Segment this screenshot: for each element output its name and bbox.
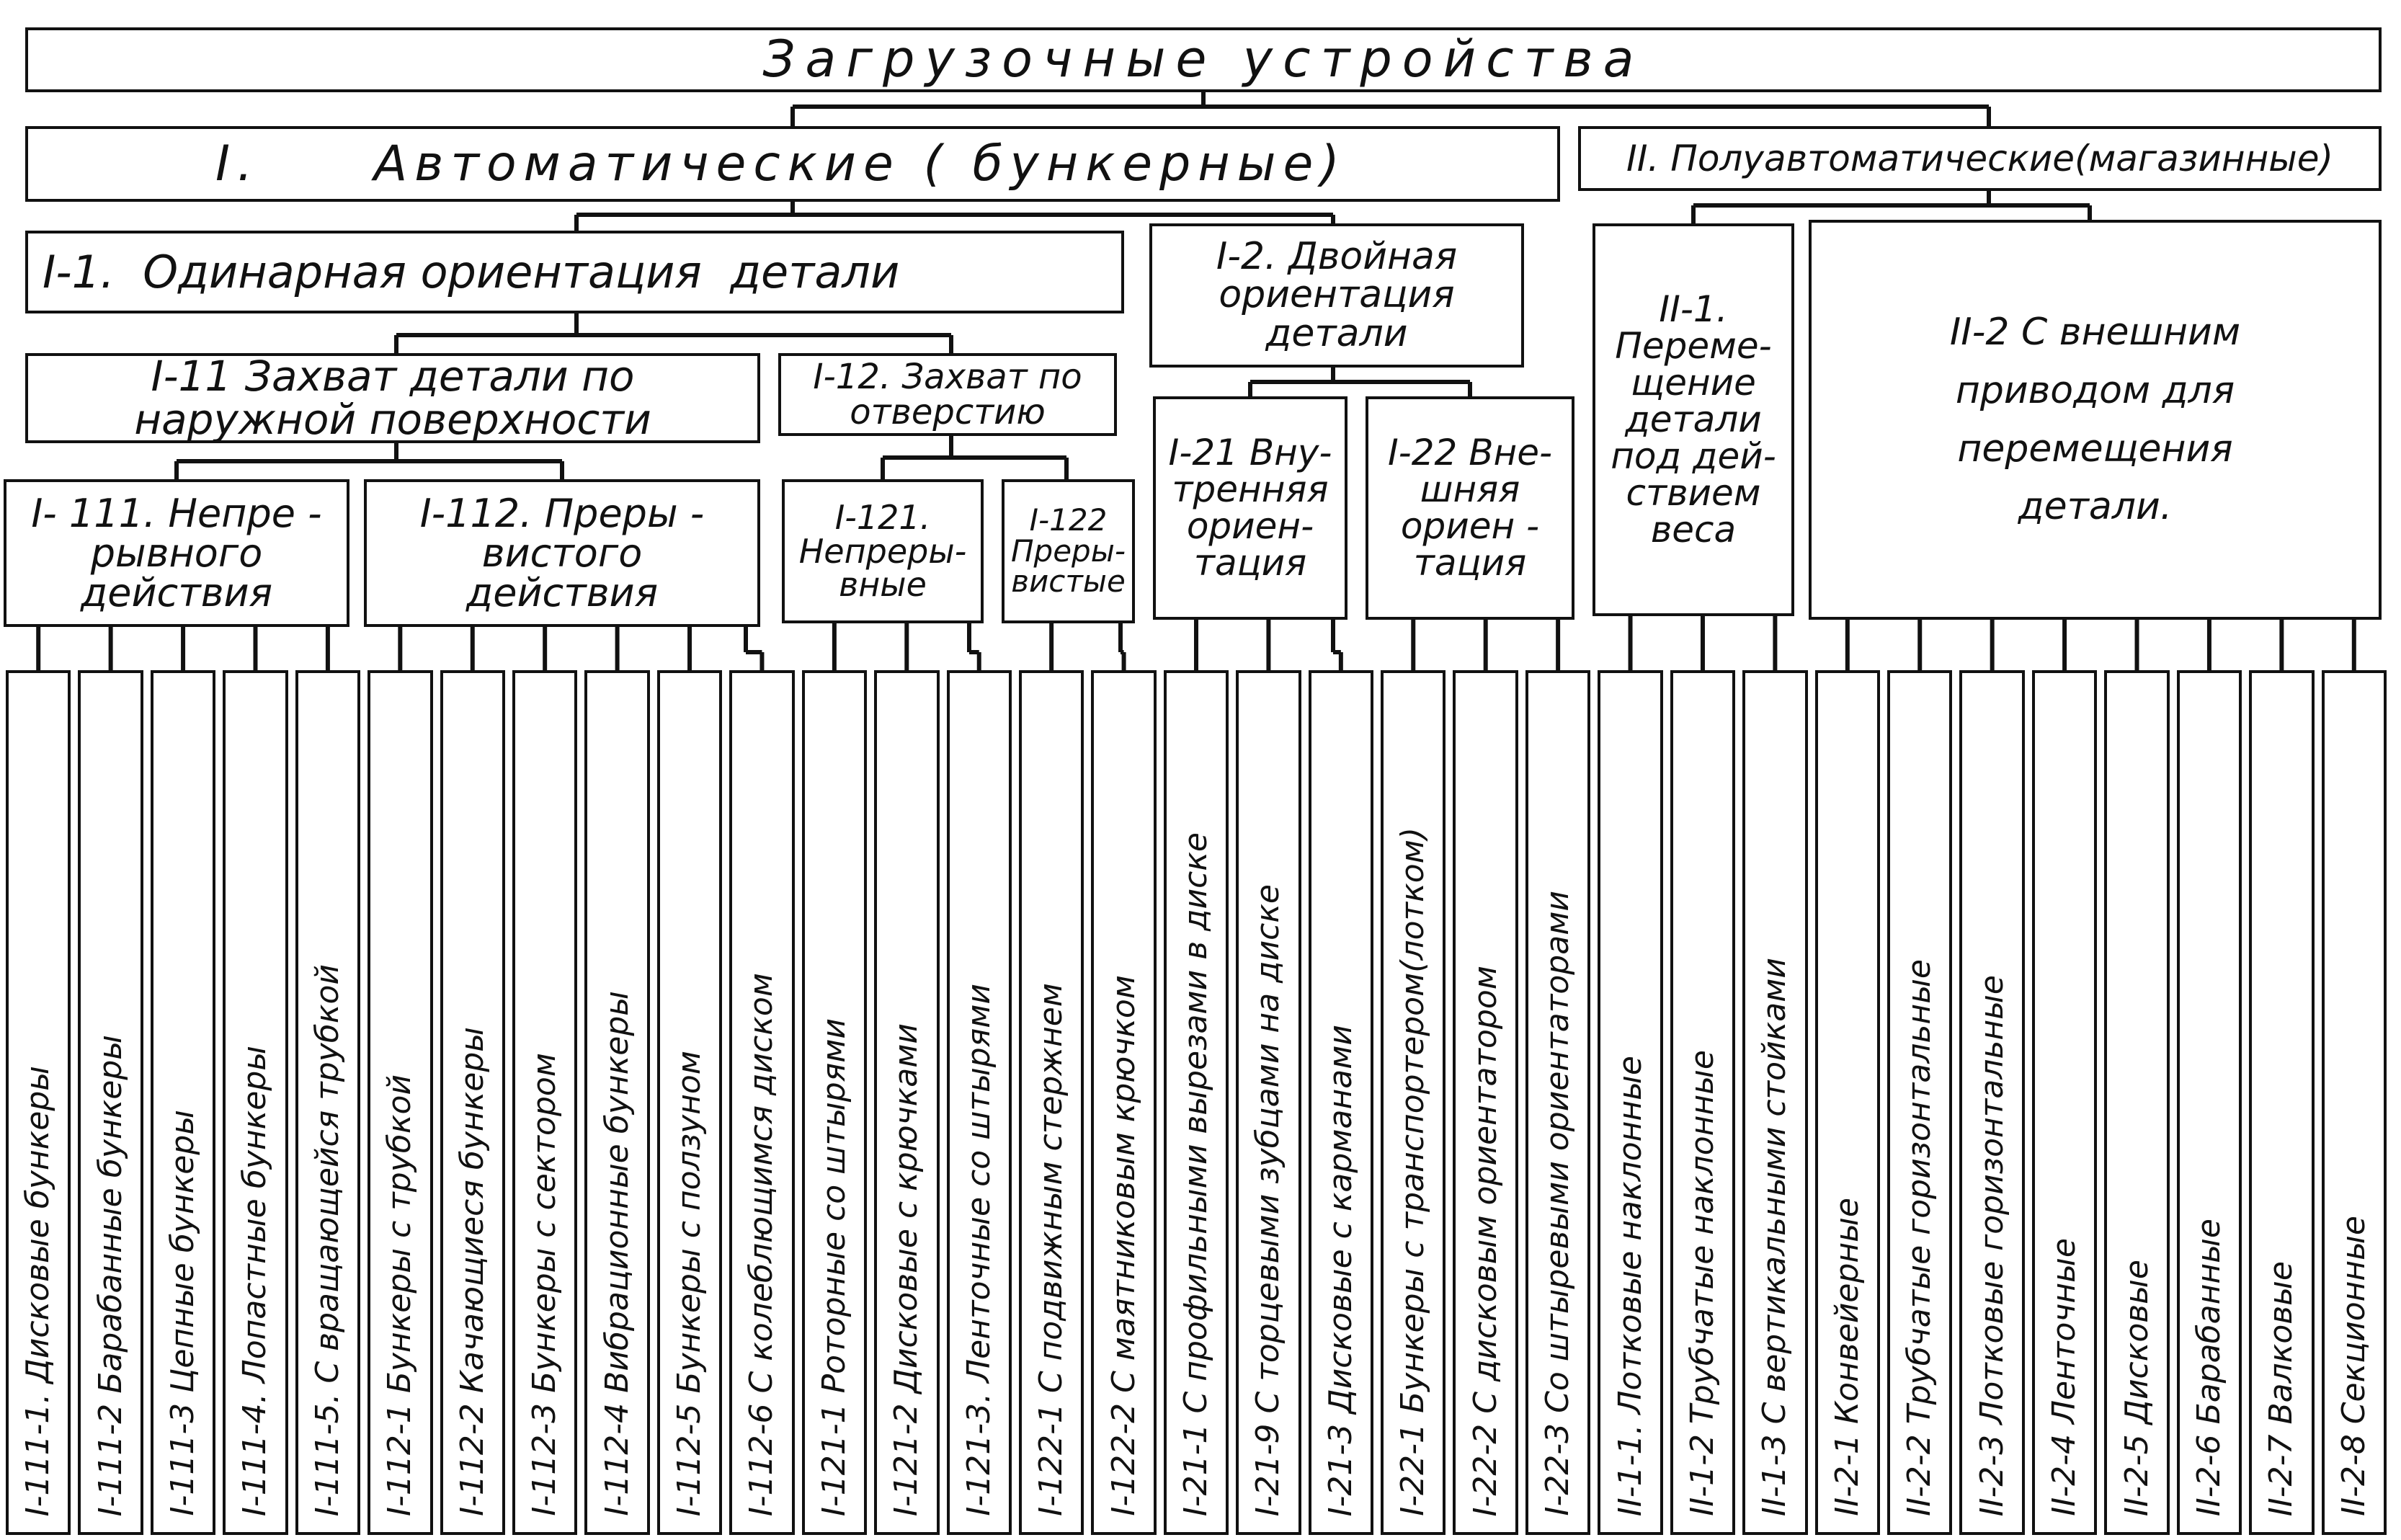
root-title-box: Загрузочные устройства bbox=[25, 27, 2382, 92]
leaf-box: I-122-2 С маятниковым крючком bbox=[1091, 670, 1157, 1535]
hole-grip-box: I-12. Захват по отверстию bbox=[778, 353, 1117, 436]
leaf-label: II-1-2 Трубчатые наклонные bbox=[1683, 1050, 1721, 1516]
leaf-label: I-121-3. Ленточные со штырями bbox=[960, 984, 997, 1516]
leaf-label: II-2-8 Секционные bbox=[2335, 1216, 2372, 1516]
continuous-action-box: I- 111. Непре - рывного действия bbox=[4, 479, 349, 627]
leaf-label: I-112-5 Бункеры с ползуном bbox=[671, 1050, 708, 1516]
leaf-box: II-1-2 Трубчатые наклонные bbox=[1670, 670, 1736, 1535]
leaf-box: II-1-3 С вертикальными стойками bbox=[1742, 670, 1808, 1535]
leaf-box: I-112-3 Бункеры с сектором bbox=[512, 670, 578, 1535]
leaf-box: I-112-5 Бункеры с ползуном bbox=[656, 670, 723, 1535]
leaf-box: I-21-3 Дисковые с карманами bbox=[1308, 670, 1374, 1535]
leaf-box: II-2-8 Секционные bbox=[2321, 670, 2387, 1535]
leaf-label: II-2-3 Лотковые горизонтальные bbox=[1973, 974, 2010, 1516]
leaf-label: I-22-3 Со штыревыми ориентаторами bbox=[1539, 891, 1577, 1516]
leaf-box: II-2-7 Валковые bbox=[2249, 670, 2315, 1535]
leaf-label: I-112-6 С колеблющимся диском bbox=[743, 972, 780, 1516]
leaf-label: II-2-7 Валковые bbox=[2263, 1260, 2300, 1516]
leaf-box: II-2-6 Барабанные bbox=[2176, 670, 2242, 1535]
leaf-box: I-121-3. Ленточные со штырями bbox=[946, 670, 1012, 1535]
semi-automatic-magazine-box: II. Полуавтоматические(магазинные) bbox=[1578, 126, 2382, 191]
leaf-box: I-111-1. Дисковые бункеры bbox=[6, 670, 71, 1535]
leaf-box: I-111-4. Лопастные бункеры bbox=[223, 670, 288, 1535]
leaf-label: I-122-2 С маятниковым крючком bbox=[1105, 975, 1142, 1516]
leaf-label: I-111-3 Цепные бункеры bbox=[164, 1110, 202, 1516]
leaf-box: I-111-2 Барабанные бункеры bbox=[78, 670, 143, 1535]
leaf-label: I-111-2 Барабанные бункеры bbox=[92, 1034, 129, 1516]
leaf-label: I-121-1 Роторные со штырями bbox=[815, 1018, 852, 1516]
automatic-bunker-box: I. Автоматические ( бункерные) bbox=[25, 126, 1560, 202]
leaf-label: II-2-2 Трубчатые горизонтальные bbox=[1901, 959, 1938, 1516]
leaf-label: II-2-5 Дисковые bbox=[2118, 1259, 2155, 1516]
leaf-label: I-112-2 Качающиеся бункеры bbox=[453, 1027, 491, 1516]
gravity-movement-box: II-1. Переме- щение детали под дей- стви… bbox=[1592, 223, 1794, 616]
leaf-box: II-2-3 Лотковые горизонтальные bbox=[1959, 670, 2025, 1535]
leaf-box: II-1-1. Лотковые наклонные bbox=[1598, 670, 1663, 1535]
leaf-box: I-112-6 С колеблющимся диском bbox=[729, 670, 795, 1535]
leaf-label: I-21-9 С торцевыми зубцами на диске bbox=[1250, 884, 1287, 1516]
leaf-box: I-121-2 Дисковые с крючками bbox=[874, 670, 940, 1535]
continuous-hole-box: I-121. Непреры- вные bbox=[782, 479, 984, 623]
leaf-box: I-112-4 Вибрационные бункеры bbox=[584, 670, 650, 1535]
inner-orientation-box: I-21 Вну- тренняя ориен- тация bbox=[1153, 396, 1348, 620]
double-orientation-box: I-2. Двойная ориентация детали bbox=[1149, 223, 1524, 368]
leaf-label: I-21-1 С профильными вырезами в диске bbox=[1177, 832, 1214, 1516]
leaf-label: II-2-6 Барабанные bbox=[2190, 1218, 2227, 1516]
leaf-label: I-111-5. С вращающейся трубкой bbox=[308, 963, 346, 1516]
leaf-label: I-112-1 Бункеры с трубкой bbox=[381, 1074, 419, 1516]
leaf-box: I-21-1 С профильными вырезами в диске bbox=[1163, 670, 1229, 1535]
leaf-box: I-21-9 С торцевыми зубцами на диске bbox=[1236, 670, 1301, 1535]
leaf-label: II-2-4 Ленточные bbox=[2046, 1238, 2083, 1516]
leaf-label: I-121-2 Дисковые с крючками bbox=[888, 1023, 925, 1516]
leaf-box: II-2-2 Трубчатые горизонтальные bbox=[1887, 670, 1953, 1535]
leaf-label: II-1-1. Лотковые наклонные bbox=[1611, 1055, 1649, 1516]
leaf-label: I-112-4 Вибрационные бункеры bbox=[598, 991, 636, 1516]
leaf-label: I-21-3 Дисковые с карманами bbox=[1322, 1024, 1359, 1516]
leaf-label: I-112-3 Бункеры с сектором bbox=[526, 1053, 564, 1516]
external-drive-box: II-2 С внешним приводом для перемещения … bbox=[1809, 220, 2382, 620]
leaf-box: I-111-3 Цепные бункеры bbox=[150, 670, 216, 1535]
outer-surface-grip-box: I-11 Захват детали по наружной поверхнос… bbox=[25, 353, 760, 443]
leaf-label: I-111-4. Лопастные бункеры bbox=[236, 1045, 274, 1516]
leaf-box: I-122-1 С подвижным стержнем bbox=[1018, 670, 1084, 1535]
leaf-label: II-1-3 С вертикальными стойками bbox=[1756, 957, 1794, 1516]
leaf-box: II-2-4 Ленточные bbox=[2031, 670, 2098, 1535]
leaf-box: I-22-1 Бункеры с транспортером(лотком) bbox=[1381, 670, 1446, 1535]
leaf-label: I-22-1 Бункеры с транспортером(лотком) bbox=[1394, 827, 1432, 1516]
intermittent-action-box: I-112. Преры - вистого действия bbox=[364, 479, 760, 627]
leaf-label: I-111-1. Дисковые бункеры bbox=[19, 1065, 57, 1516]
leaf-label: II-2-1 Конвейерные bbox=[1828, 1198, 1866, 1516]
leaf-box: I-111-5. С вращающейся трубкой bbox=[295, 670, 361, 1535]
leaf-box: I-121-1 Роторные со штырями bbox=[801, 670, 868, 1535]
leaf-box: I-112-2 Качающиеся бункеры bbox=[440, 670, 505, 1535]
leaf-box: II-2-5 Дисковые bbox=[2104, 670, 2170, 1535]
single-orientation-box: I-1. Одинарная ориентация детали bbox=[25, 231, 1124, 313]
leaf-box: I-22-2 С дисковым ориентатором bbox=[1453, 670, 1518, 1535]
intermittent-hole-box: I-122 Преры- вистые bbox=[1002, 479, 1135, 623]
outer-orientation-box: I-22 Вне- шняя ориен - тация bbox=[1366, 396, 1574, 620]
leaf-box: I-22-3 Со штыревыми ориентаторами bbox=[1525, 670, 1591, 1535]
leaf-box: I-112-1 Бункеры с трубкой bbox=[368, 670, 433, 1535]
leaf-label: I-122-1 С подвижным стержнем bbox=[1033, 983, 1070, 1516]
leaf-box: II-2-1 Конвейерные bbox=[1814, 670, 1881, 1535]
leaf-label: I-22-2 С дисковым ориентатором bbox=[1466, 965, 1504, 1516]
